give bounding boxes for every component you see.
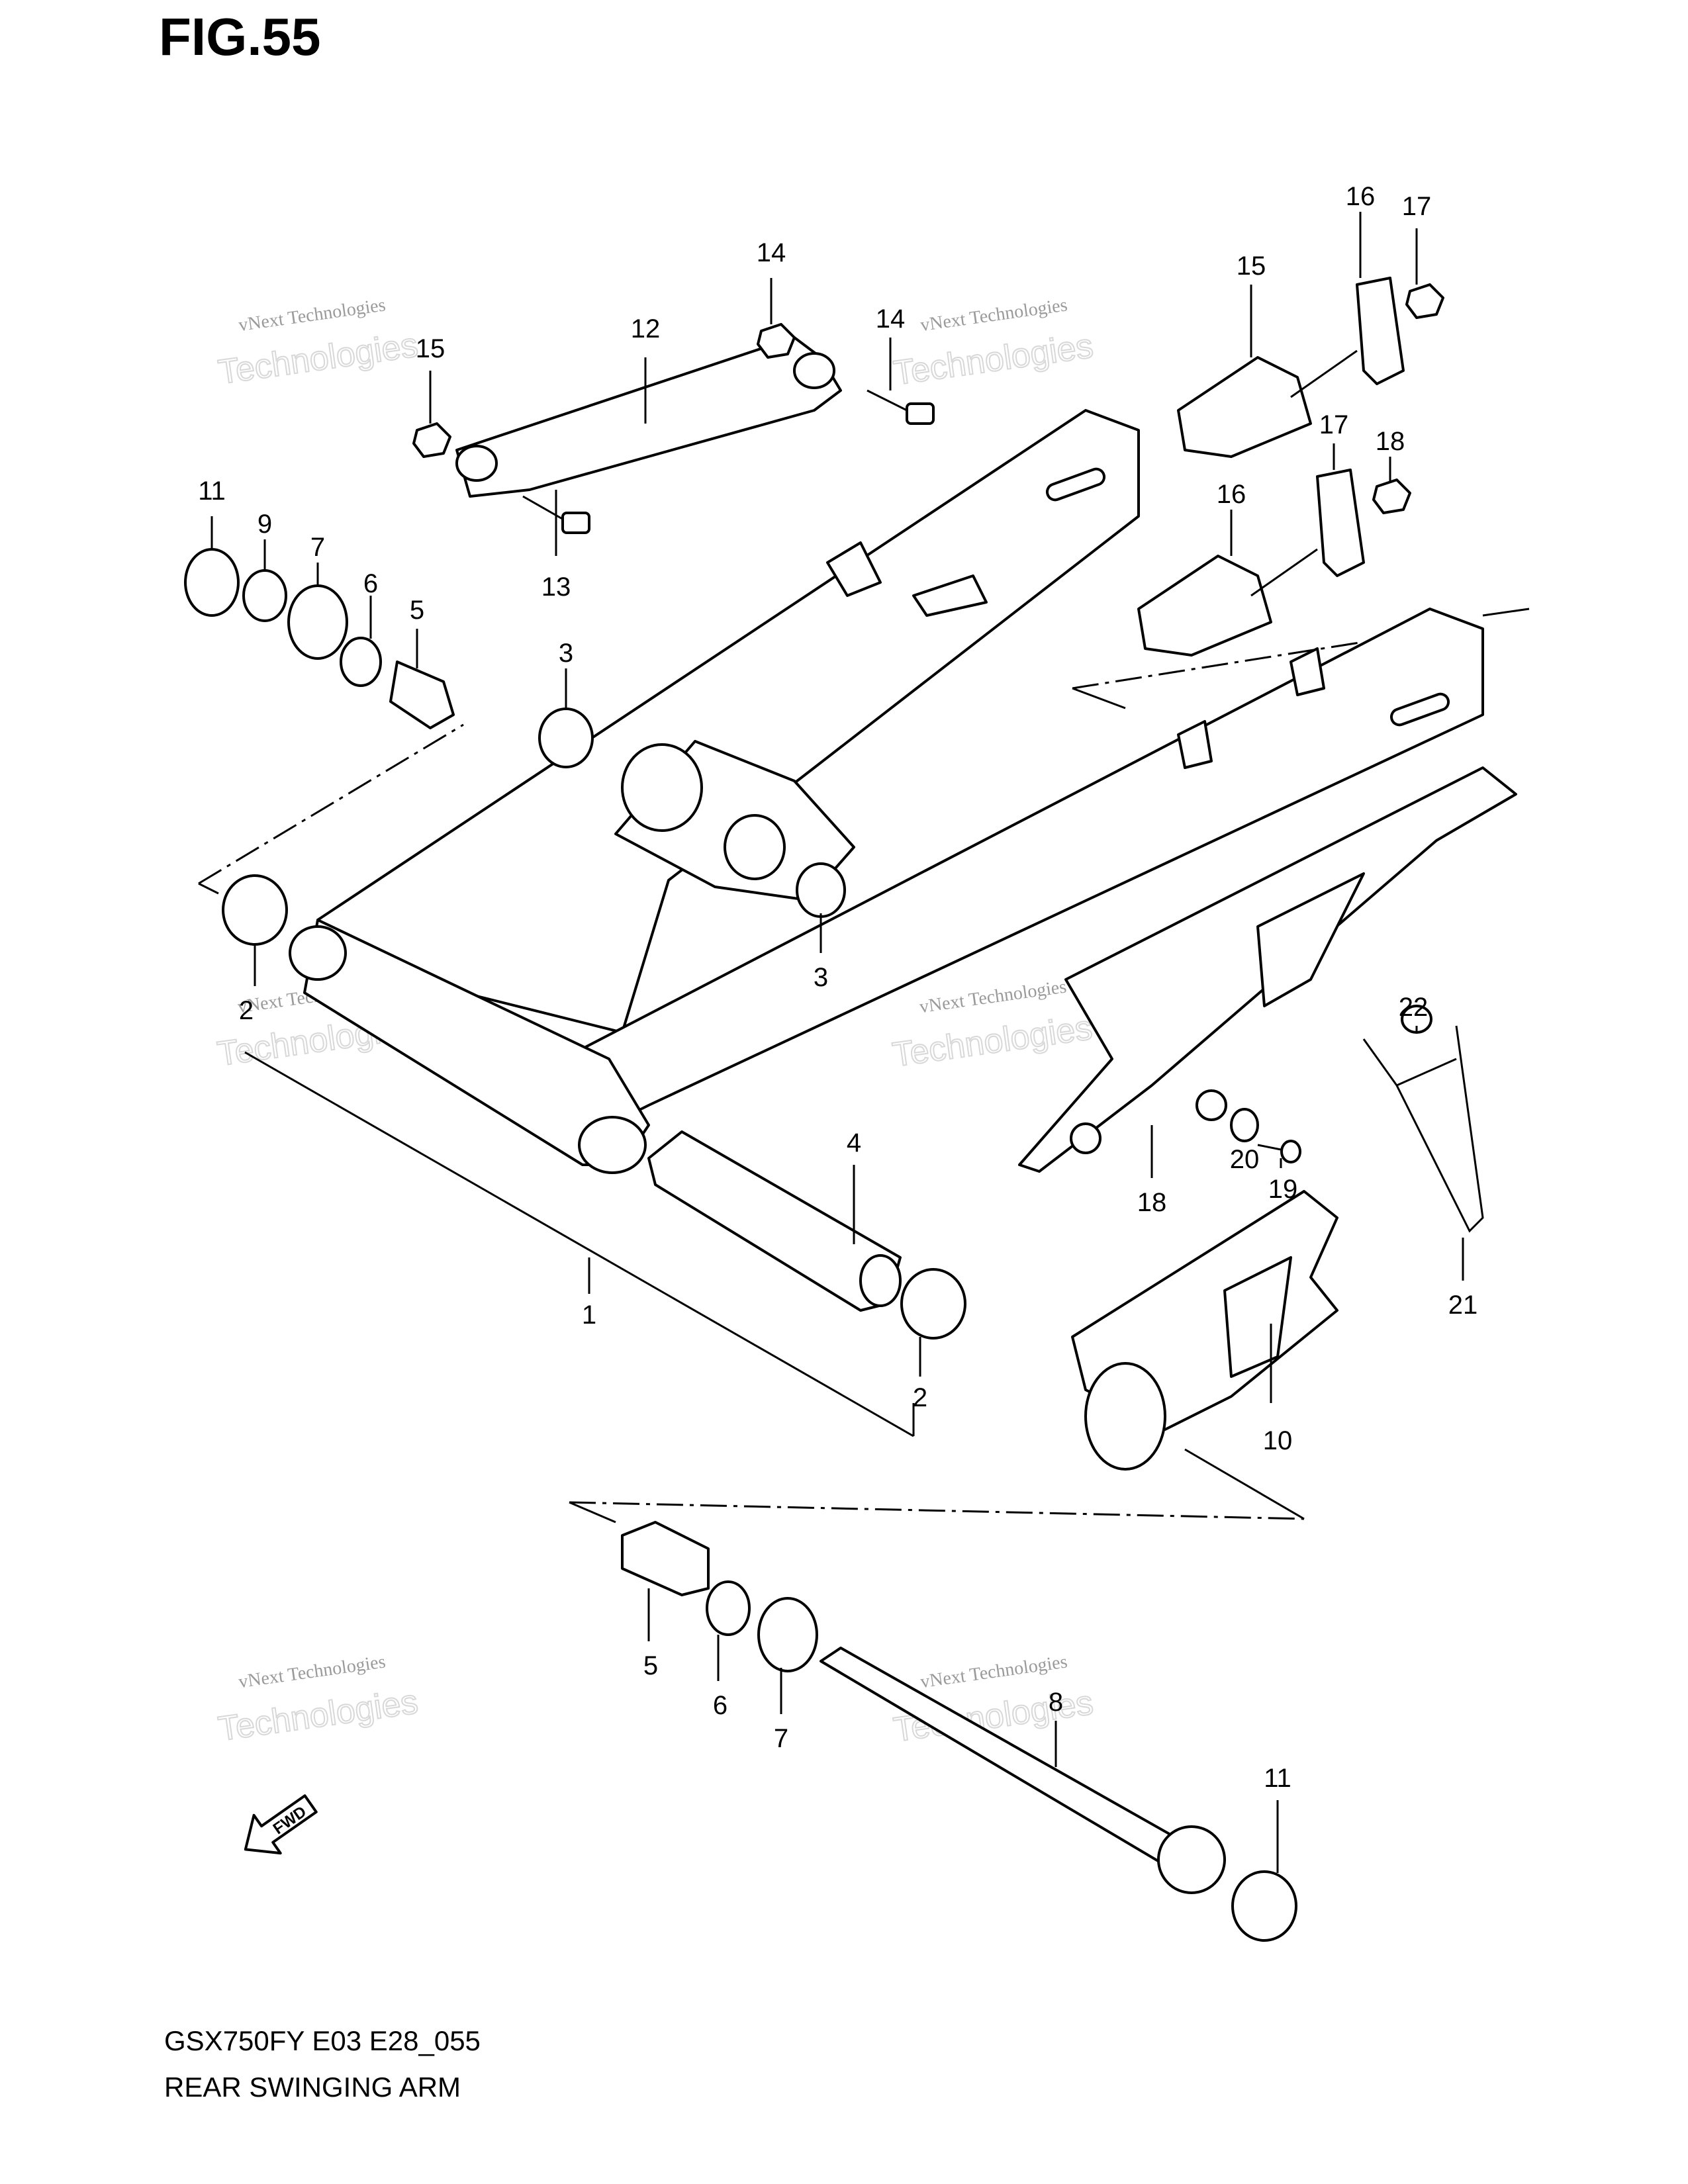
bearing-3-upper — [538, 707, 594, 768]
watermark-large-text: Technologies — [891, 327, 1096, 393]
pivot-nut-9 — [242, 569, 287, 622]
bushing-2-right — [900, 1268, 966, 1340]
callout-19: 18 — [1137, 1188, 1167, 1217]
callout-17: 17 — [1319, 410, 1349, 439]
adjuster-plate-lower — [1316, 469, 1365, 577]
alignment-lines — [198, 608, 1530, 1524]
chain-buffer — [1071, 1190, 1338, 1471]
callout-7: 7 — [310, 533, 325, 562]
bolt-13 — [522, 495, 590, 534]
callout-21: 20 — [1230, 1145, 1260, 1174]
callout-14: 14 — [876, 304, 906, 334]
callout-22: 21 — [1448, 1291, 1478, 1320]
callout-16: 16 — [1217, 480, 1246, 509]
callout-11: 11 — [1264, 1764, 1291, 1793]
screw-20 — [1257, 1140, 1301, 1163]
callout-2: 2 — [913, 1383, 927, 1412]
washer-6-lower — [706, 1580, 751, 1636]
watermark-large-text: Technologies — [216, 326, 420, 392]
watermark-small-text: vNext Technologies — [919, 295, 1068, 336]
fwd-arrow: FWD — [244, 1794, 318, 1855]
chain-case — [1018, 766, 1517, 1173]
callout-18: 17 — [1402, 192, 1432, 221]
callout-13: 13 — [541, 572, 571, 602]
watermark-small-text: vNext Technologies — [237, 295, 387, 336]
chain-adjuster-upper — [1177, 349, 1358, 458]
bushing-2-left — [222, 874, 288, 946]
watermark-large-text: Technologies — [216, 1682, 420, 1749]
torque-link — [455, 336, 842, 498]
watermark-1: Technologies vNext Technologies — [215, 295, 421, 392]
callout-1: 1 — [582, 1300, 596, 1330]
watermark-small-text: vNext Technologies — [918, 976, 1068, 1017]
callout-3: 3 — [559, 639, 573, 668]
callout-15: 14 — [757, 238, 786, 267]
callout-16: 15 — [1237, 251, 1266, 281]
pivot-sleeve-4 — [647, 1130, 902, 1312]
callout-12: 12 — [631, 314, 661, 343]
nut-15-upper — [757, 323, 796, 359]
watermark-5: Technologies vNext Technologies — [215, 1651, 421, 1749]
callout-3: 3 — [814, 963, 828, 992]
nut-18-lower — [1372, 478, 1411, 514]
callout-5: 5 — [410, 596, 424, 625]
spacer-5-lower — [621, 1521, 710, 1596]
nut-18-upper — [1405, 283, 1444, 319]
pivot-ring-7-lower — [757, 1597, 818, 1672]
chain-adjuster-lower — [1137, 548, 1318, 657]
washer-6-upper — [340, 637, 382, 687]
figure-title: FIG.55 — [159, 7, 321, 66]
pivot-cap-11-upper — [184, 548, 240, 617]
nut-15-lower — [412, 422, 451, 458]
callout-20: 19 — [1268, 1175, 1298, 1204]
bearing-3-lower — [796, 862, 846, 918]
adjuster-plate-upper — [1356, 277, 1405, 385]
callout-5: 5 — [643, 1651, 658, 1680]
leader-lines — [211, 212, 1464, 1873]
callout-15: 15 — [416, 334, 445, 363]
callouts: 11 9 7 6 5 15 12 13 14 14 15 16 17 16 17… — [198, 182, 1477, 1793]
diagram-name: REAR SWINGING ARM — [164, 2071, 461, 2103]
bolt-14 — [867, 389, 935, 425]
watermark-4: Technologies vNext Technologies — [890, 976, 1096, 1075]
callout-11: 11 — [198, 477, 226, 506]
watermark-small-text: vNext Technologies — [237, 1651, 387, 1692]
callout-9: 9 — [258, 510, 272, 539]
callout-2: 2 — [239, 996, 254, 1025]
watermark-large-text: Technologies — [890, 1009, 1095, 1075]
bracket-22 — [1362, 1025, 1484, 1233]
callout-6: 6 — [363, 569, 378, 598]
pivot-cap-11-lower — [1231, 1870, 1297, 1942]
callout-4: 4 — [847, 1128, 861, 1158]
callout-23: 22 — [1399, 993, 1429, 1022]
pivot-shaft-8 — [820, 1647, 1226, 1894]
watermark-small-text: vNext Technologies — [919, 1651, 1068, 1692]
callout-6: 6 — [713, 1691, 727, 1720]
washer-21 — [1230, 1108, 1259, 1142]
spacer-5-upper — [389, 660, 455, 729]
model-code: GSX750FY E03 E28_055 — [164, 2025, 481, 2056]
watermark-2: Technologies vNext Technologies — [890, 295, 1096, 393]
callout-7: 7 — [774, 1724, 788, 1753]
callout-18: 18 — [1376, 427, 1405, 456]
swing-arm-body — [289, 409, 1484, 1174]
pivot-ring-7-upper — [287, 584, 348, 660]
callout-17: 16 — [1346, 182, 1376, 211]
callout-8: 8 — [1049, 1688, 1063, 1717]
callout-10: 10 — [1263, 1426, 1293, 1455]
